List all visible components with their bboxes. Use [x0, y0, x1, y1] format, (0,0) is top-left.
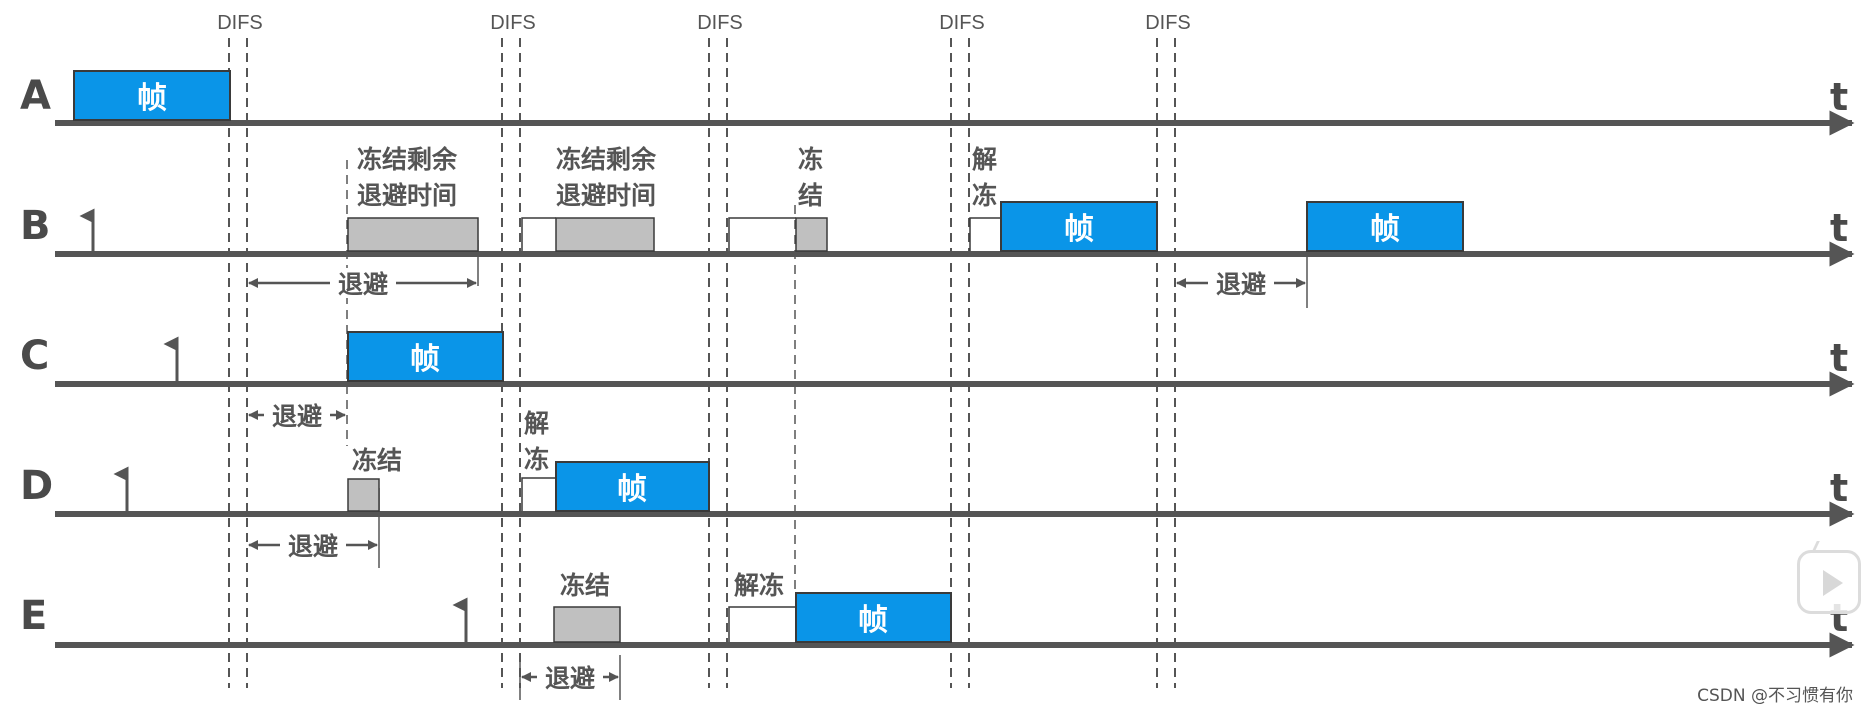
backoff-block [795, 217, 828, 252]
frame-b-1: 帧 [1000, 201, 1158, 252]
unfreeze-split-line2: 冻 [972, 181, 997, 210]
freeze-remaining-line2: 退避时间 [556, 181, 656, 210]
backoff-span: 退避 [248, 268, 477, 299]
freeze-split-line2: 结 [798, 181, 823, 210]
unfreeze-split-line1: 解 [972, 145, 997, 174]
freeze-label: 冻结 [560, 571, 610, 600]
freeze-remaining-line2: 退避时间 [357, 181, 457, 210]
wait-outline [728, 217, 796, 251]
frame-e: 帧 [795, 592, 952, 643]
freeze-label: 冻结 [352, 446, 402, 475]
difs-2: DIFS [490, 12, 536, 688]
station-c-row: C t 帧 退避 [20, 331, 1855, 431]
backoff-label: 退避 [1216, 270, 1266, 299]
frame-label: 帧 [1064, 212, 1094, 247]
difs-1: DIFS [217, 12, 263, 688]
frame-d: 帧 [555, 461, 710, 512]
video-player-icon[interactable] [1797, 550, 1861, 614]
backoff-label: 退避 [545, 664, 595, 693]
unfreeze-split-line2: 冻 [524, 445, 549, 474]
difs-label: DIFS [697, 12, 743, 34]
watermark-text: CSDN @不习惯有你 [1697, 686, 1853, 706]
wait-outline [521, 217, 556, 251]
freeze-remaining-line1: 冻结剩余 [556, 145, 657, 174]
station-a-row: A t 帧 [20, 70, 1855, 136]
difs-label: DIFS [490, 12, 536, 34]
frame-label: 帧 [410, 342, 440, 377]
wait-outline [521, 477, 556, 511]
backoff-block [553, 606, 621, 643]
unfreeze-label: 解冻 [734, 571, 784, 600]
time-axis-label: t [1830, 206, 1848, 250]
difs-label: DIFS [939, 12, 985, 34]
backoff-label: 退避 [272, 402, 322, 431]
backoff-block [347, 478, 380, 512]
station-b-row: B t 冻结剩余 退避时间 冻结剩余 退避时间 冻 结 解 冻 帧 帧 退避 [20, 145, 1855, 299]
frame-label: 帧 [858, 603, 888, 638]
difs-5: DIFS [1145, 12, 1191, 688]
frame-label: 帧 [137, 81, 167, 116]
backoff-span: 退避 [1176, 268, 1306, 299]
backoff-block [555, 217, 655, 252]
wait-outline [728, 606, 796, 642]
backoff-span: 退避 [248, 400, 346, 431]
station-e-row: E t 冻结 解冻 帧 退避 [20, 571, 1855, 693]
frame-a: 帧 [73, 70, 231, 121]
difs-markers: DIFS DIFS DIFS DIFS DIFS [217, 12, 1191, 688]
station-label-b: B [20, 203, 51, 249]
frame-c: 帧 [347, 331, 504, 382]
time-axis-label: t [1830, 336, 1848, 380]
unfreeze-split-line1: 解 [524, 409, 549, 438]
difs-4: DIFS [939, 12, 985, 688]
freeze-remaining-line1: 冻结剩余 [357, 145, 458, 174]
wait-outline [969, 217, 1001, 251]
difs-label: DIFS [217, 12, 263, 34]
backoff-block [347, 217, 479, 252]
station-d-row: D t 冻结 解 冻 帧 退避 [20, 409, 1855, 561]
backoff-label: 退避 [288, 532, 338, 561]
difs-label: DIFS [1145, 12, 1191, 34]
difs-3: DIFS [697, 12, 743, 688]
backoff-span: 退避 [248, 530, 378, 561]
frame-label: 帧 [617, 472, 647, 507]
freeze-split-line1: 冻 [798, 145, 823, 174]
time-axis-label: t [1830, 75, 1848, 119]
station-label-a: A [20, 73, 51, 119]
backoff-span: 退避 [521, 662, 619, 693]
station-label-c: C [20, 333, 49, 379]
station-label-e: E [20, 593, 47, 639]
frame-b-2: 帧 [1306, 201, 1464, 252]
backoff-label: 退避 [338, 270, 388, 299]
frame-label: 帧 [1370, 212, 1400, 247]
station-label-d: D [20, 463, 53, 509]
time-axis-label: t [1830, 466, 1848, 510]
